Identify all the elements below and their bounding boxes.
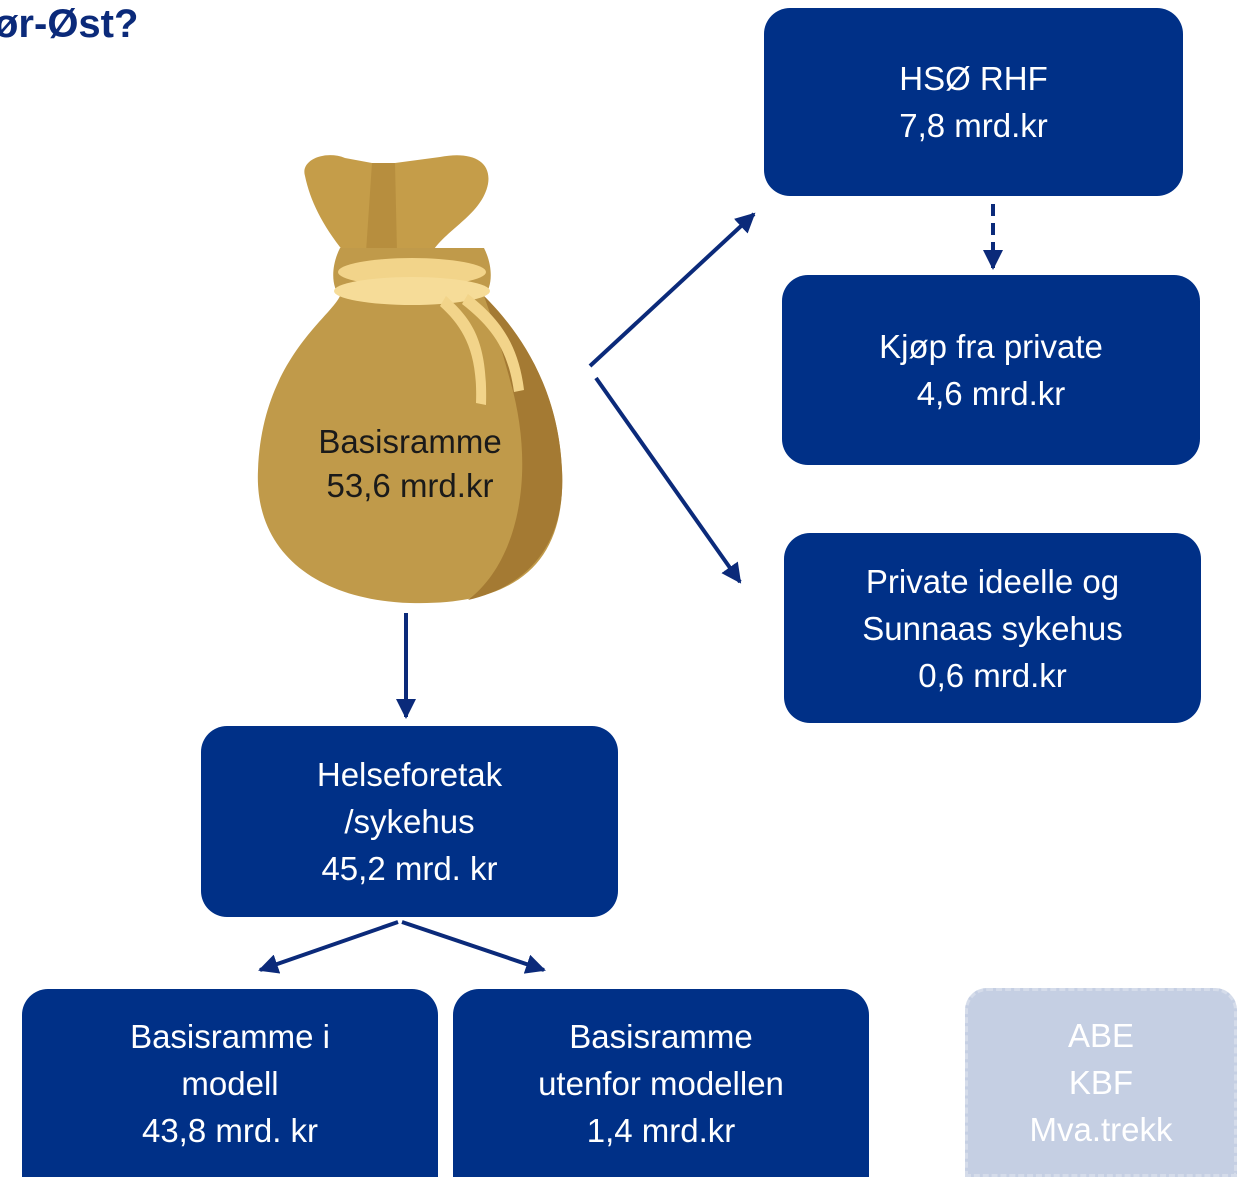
arrow-to-private-ideelle [594,376,742,584]
basis-i-modell-line1: Basisramme i [130,1017,330,1055]
basis-i-modell-amount: 43,8 mrd. kr [141,1111,319,1149]
private-ideelle-box: Private ideelle og Sunnaas sykehus 0,6 m… [784,533,1201,723]
arrow-to-hso-rhf [588,212,756,368]
kjop-fra-private-name: Kjøp fra private [879,328,1103,365]
deduction-abe: ABE [1067,1017,1135,1054]
arrow-to-basis-utenfor [401,920,546,974]
kjop-fra-private-amount: 4,6 mrd.kr [916,375,1066,412]
deduction-mva: Mva.trekk [1029,1111,1173,1148]
helseforetak-line2: /sykehus [344,803,475,840]
private-ideelle-amount: 0,6 mrd.kr [918,656,1067,694]
basisramme-label: Basisramme 53,6 mrd.kr [272,420,548,508]
basisramme-amount: 53,6 mrd.kr [326,467,494,504]
basis-utenfor-line1: Basisramme [569,1017,753,1055]
basis-i-modell-line2: modell [181,1064,279,1102]
hso-rhf-amount: 7,8 mrd.kr [899,107,1048,144]
arrow-to-basis-i-modell [258,920,399,974]
page-title: ør-Øst? [0,2,139,46]
deductions-box: ABE KBF Mva.trekk [965,988,1237,1177]
basisramme-utenfor-box: Basisramme utenfor modellen 1,4 mrd.kr [453,989,869,1177]
basisramme-i-modell-box: Basisramme i modell 43,8 mrd. kr [22,989,438,1177]
hso-rhf-box: HSØ RHF 7,8 mrd.kr [764,8,1183,196]
deduction-kbf: KBF [1068,1064,1134,1101]
basis-utenfor-line2: utenfor modellen [538,1064,784,1102]
kjop-fra-private-box: Kjøp fra private 4,6 mrd.kr [782,275,1200,465]
basis-utenfor-amount: 1,4 mrd.kr [586,1111,736,1149]
private-ideelle-line1: Private ideelle og [865,562,1120,600]
helseforetak-box: Helseforetak /sykehus 45,2 mrd. kr [201,726,618,917]
helseforetak-amount: 45,2 mrd. kr [321,850,498,887]
helseforetak-line1: Helseforetak [316,756,503,793]
private-ideelle-line2: Sunnaas sykehus [862,609,1123,647]
basisramme-name: Basisramme [318,423,502,460]
hso-rhf-name: HSØ RHF [899,60,1048,97]
